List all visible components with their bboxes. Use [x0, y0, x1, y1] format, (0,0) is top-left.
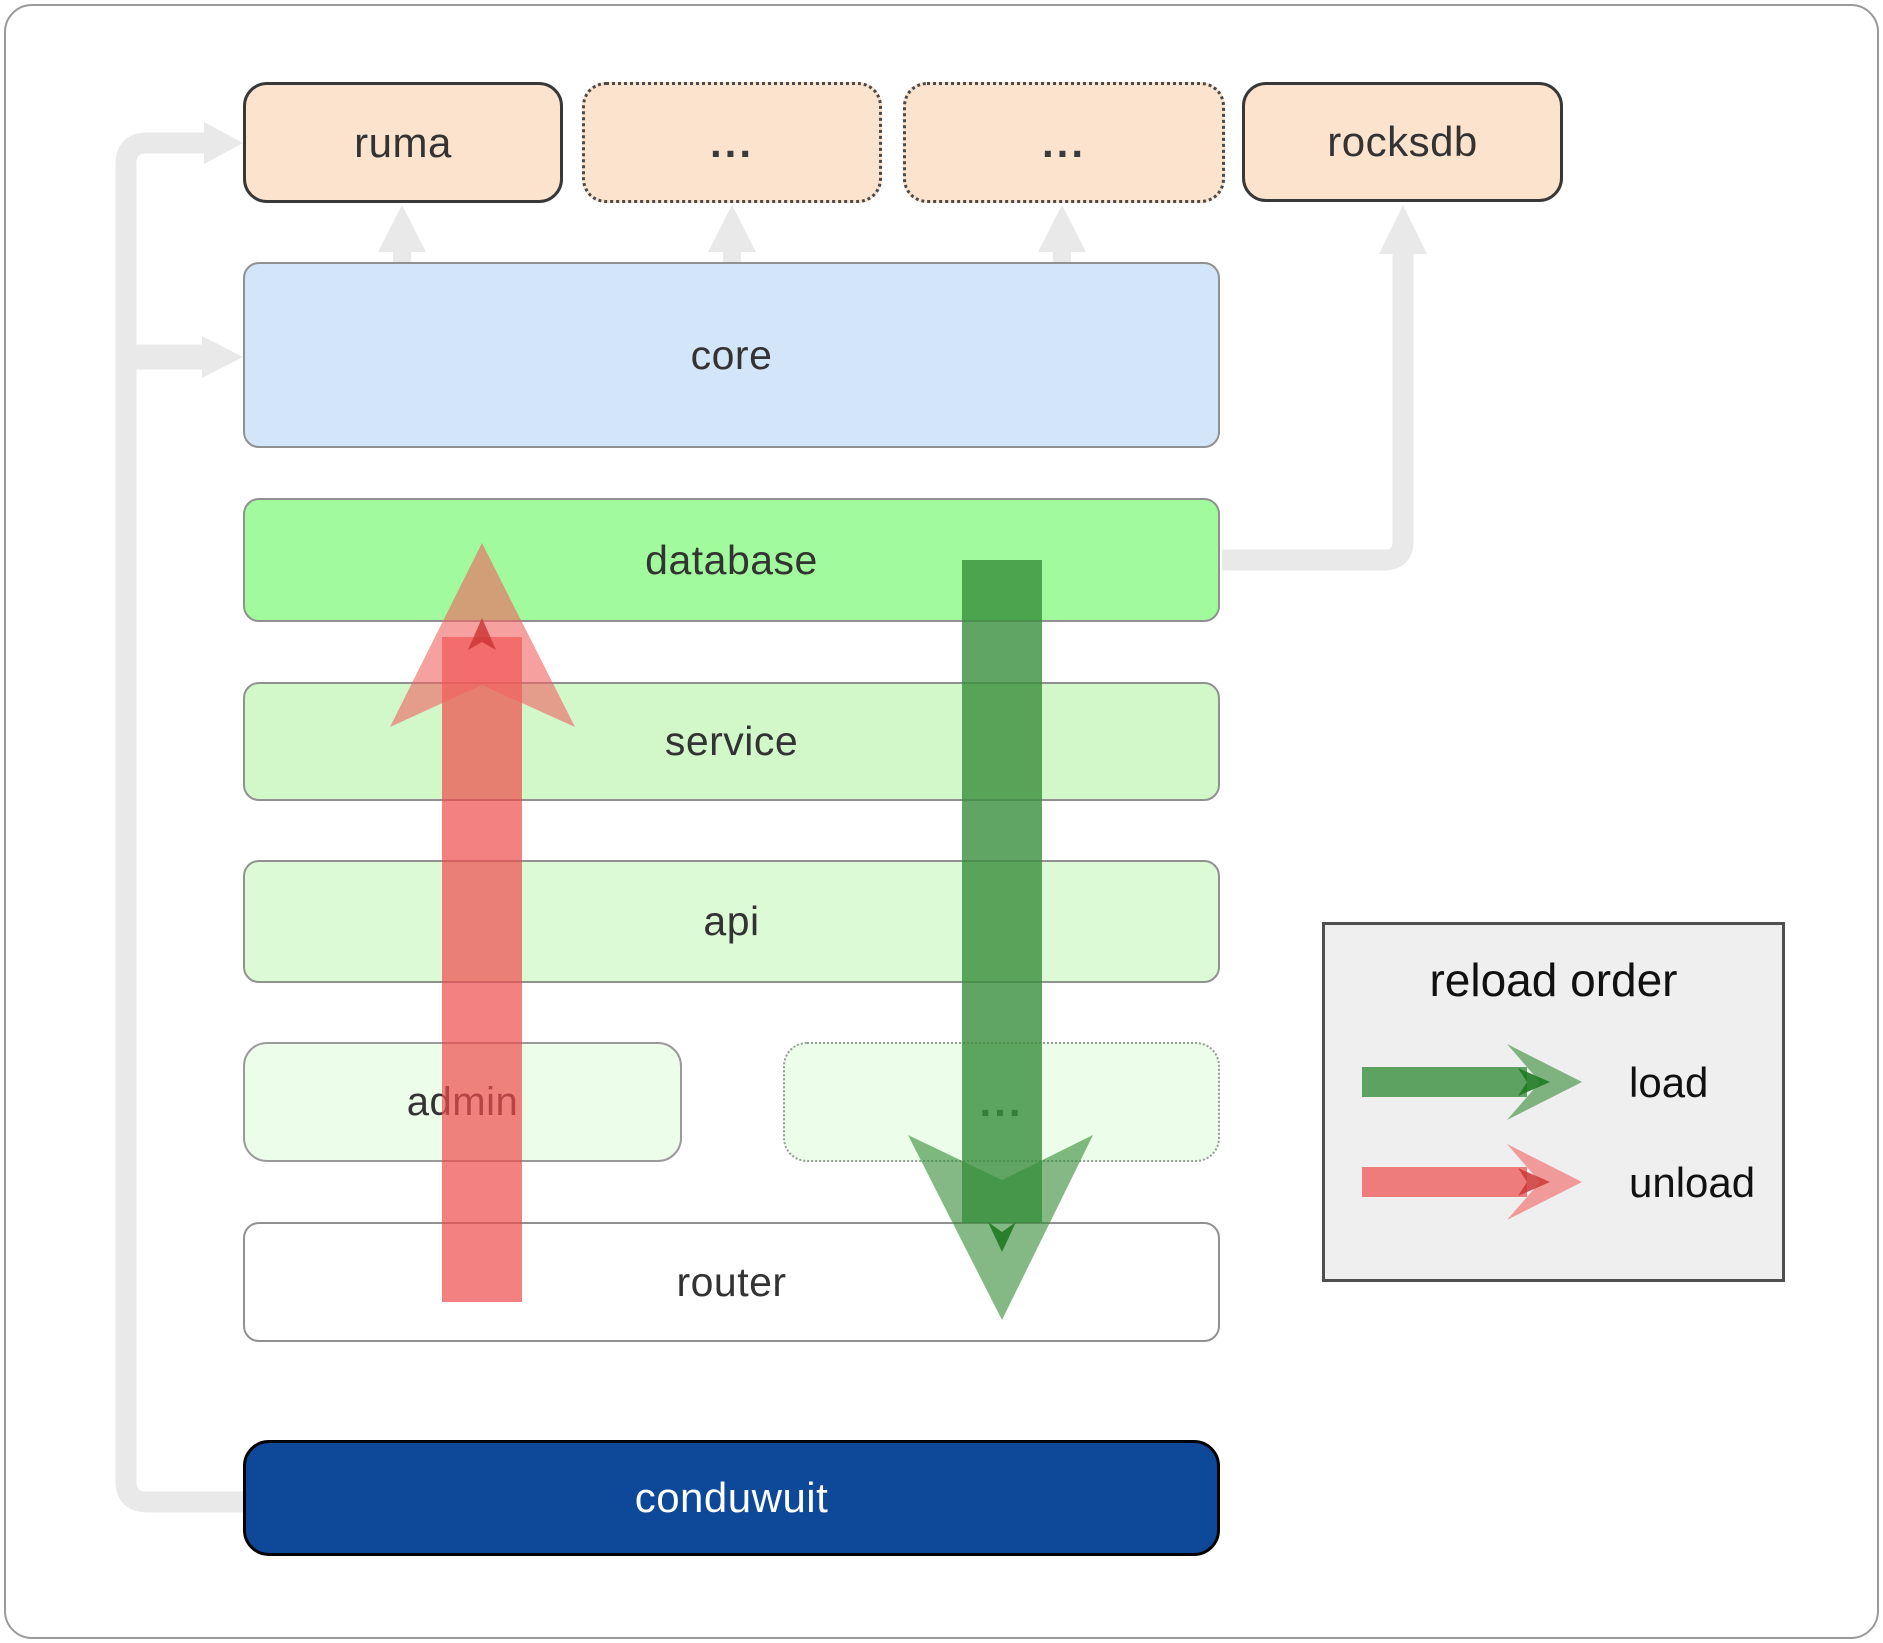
legend-label-unload: unload	[1629, 1159, 1756, 1206]
legend-label-load: load	[1629, 1059, 1709, 1106]
canvas-border	[4, 4, 1879, 1639]
legend: reload order load unload	[1322, 922, 1785, 1282]
node-conduwuit: conduwuit	[243, 1440, 1220, 1556]
node-rocksdb: rocksdb	[1242, 82, 1563, 202]
edge-core-arrowhead-icon	[202, 336, 243, 378]
edge-core-ellipsis1-arrowhead-icon	[708, 205, 756, 252]
node-ruma: ruma	[243, 82, 563, 203]
node-ellipsis-3: ...	[783, 1042, 1220, 1162]
edge-conduwuit-to-ruma	[115, 132, 243, 1513]
edge-core-ruma-arrowhead-icon	[378, 205, 426, 252]
edge-rocksdb-arrowhead-icon	[1379, 205, 1427, 254]
node-core: core	[243, 262, 1220, 448]
node-ellipsis-1: ...	[582, 82, 882, 203]
edge-database-to-rocksdb	[1222, 250, 1414, 571]
edge-core-ellipsis2-arrowhead-icon	[1038, 205, 1086, 252]
edge-ruma-arrowhead-icon	[204, 122, 243, 164]
node-router: router	[243, 1222, 1220, 1342]
node-database: database	[243, 498, 1220, 622]
node-admin: admin	[243, 1042, 682, 1162]
legend-title: reload order	[1429, 954, 1678, 1006]
node-api: api	[243, 860, 1220, 983]
node-service: service	[243, 682, 1220, 801]
node-ellipsis-2: ...	[903, 82, 1225, 203]
